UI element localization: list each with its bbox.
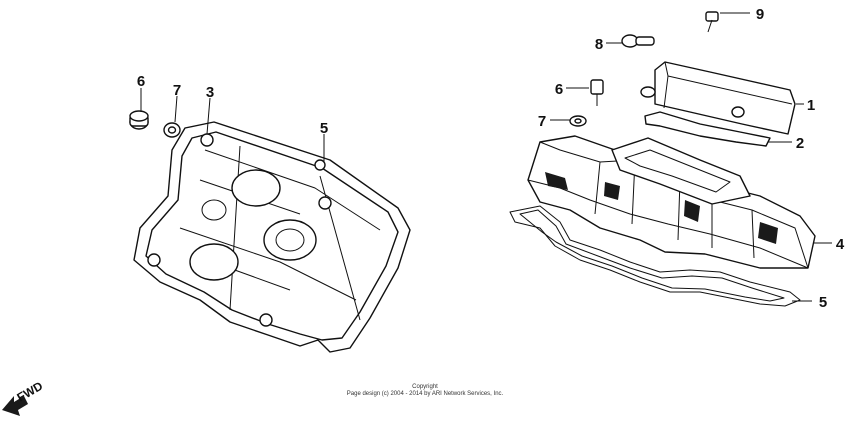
fwd-label: FWD (15, 379, 46, 405)
copyright-notice: Copyright Page design (c) 2004 - 2014 by… (300, 384, 550, 398)
callout-right-2: 2 (796, 135, 804, 152)
left-cylinder-head-cover (129, 110, 411, 353)
left-bore (275, 228, 305, 252)
left-bolt-hole-3 (259, 313, 273, 327)
callout-right-9: 9 (756, 6, 764, 23)
right-part-5-gasket (509, 205, 801, 307)
right-part-7-washer (569, 115, 587, 127)
left-bolt-hole-1 (200, 133, 214, 147)
right-part-1-breather (640, 61, 796, 135)
left-bolt-hole-5 (314, 159, 326, 171)
left-part-7-washer (163, 122, 181, 138)
left-bolt-hole-4 (318, 196, 332, 210)
left-part-6-cap (129, 110, 149, 130)
callout-leaders (140, 12, 832, 302)
fwd-arrow-icon (2, 396, 28, 416)
callout-right-1: 1 (807, 97, 815, 114)
left-cam-boss-2 (263, 219, 317, 261)
left-bolt-hole-2 (147, 253, 161, 267)
left-cam-boss-3 (189, 243, 239, 281)
callout-right-5: 5 (819, 294, 827, 311)
fwd-indicator: FWD (2, 379, 45, 416)
callout-left-6: 6 (137, 73, 145, 90)
callout-left-3: 3 (206, 84, 214, 101)
right-part-2-gasket (644, 111, 771, 147)
callout-right-8: 8 (595, 36, 603, 53)
left-bore-2 (201, 199, 227, 221)
callout-right-4: 4 (836, 236, 845, 253)
callout-right-7: 7 (538, 113, 546, 130)
right-part-4-cover (527, 135, 816, 269)
callout-left-5: 5 (320, 120, 328, 137)
callout-left-7: 7 (173, 82, 181, 99)
copyright-line-1: Copyright (412, 384, 438, 390)
callout-right-6: 6 (555, 81, 563, 98)
right-part-8-grommet (621, 34, 655, 48)
right-part-6-cap (590, 79, 604, 106)
right-part-9-bolt (705, 11, 719, 33)
right-part-5-gasket-inner (519, 209, 785, 302)
copyright-line-2: Page design (c) 2004 - 2014 by ARI Netwo… (346, 391, 504, 397)
left-cam-boss-1 (231, 169, 281, 207)
